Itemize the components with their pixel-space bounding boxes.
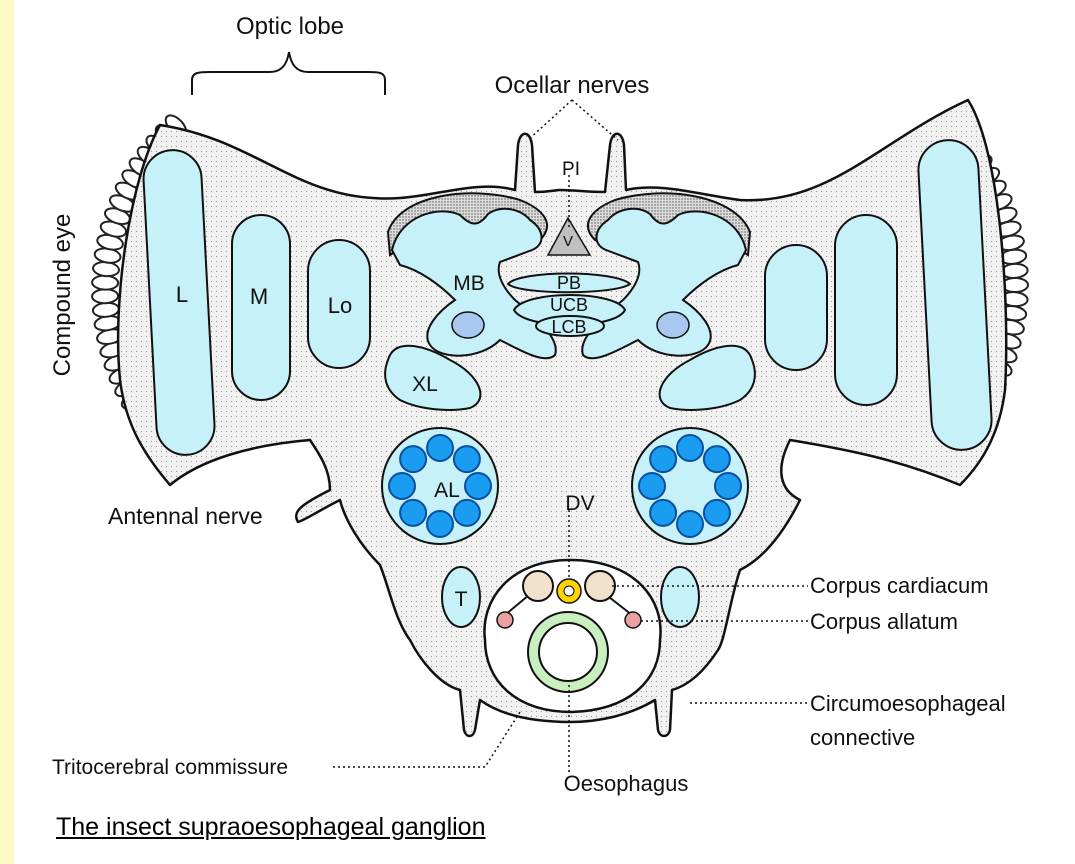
label-circumoesophageal: Circumoesophageal bbox=[810, 691, 1006, 716]
glomerulus bbox=[400, 446, 426, 472]
glomerulus bbox=[677, 511, 703, 537]
ommatidium bbox=[92, 289, 118, 304]
optic-lobe-brace bbox=[192, 52, 385, 95]
region-UCB: UCB bbox=[550, 295, 588, 315]
region-LCB: LCB bbox=[551, 317, 586, 337]
glomerulus bbox=[704, 446, 730, 472]
label-oesophagus: Oesophagus bbox=[564, 771, 689, 796]
label-corpus-allatum: Corpus allatum bbox=[810, 609, 958, 634]
oesophagus-lumen bbox=[539, 623, 597, 681]
dorsal-vessel-lumen bbox=[564, 586, 574, 596]
label-optic-lobe: Optic lobe bbox=[236, 13, 344, 40]
corpus-cardiacum-left bbox=[523, 571, 553, 601]
glomerulus bbox=[677, 435, 703, 461]
glomerulus bbox=[454, 500, 480, 526]
corpus-allatum-left bbox=[497, 612, 513, 628]
region-Lo: Lo bbox=[328, 293, 352, 318]
glomerulus bbox=[465, 473, 491, 499]
label-tritocerebral-commissure: Tritocerebral commissure bbox=[52, 756, 288, 779]
lobula-right bbox=[765, 245, 827, 370]
mushroom-body-lobe-left bbox=[452, 312, 484, 338]
region-L: L bbox=[176, 282, 188, 307]
region-XL: XL bbox=[412, 373, 438, 396]
label-connective: connective bbox=[810, 725, 915, 750]
label-compound-eye: Compound eye bbox=[49, 214, 76, 377]
glomerulus bbox=[704, 500, 730, 526]
mushroom-body-lobe-right bbox=[657, 312, 689, 338]
glomerulus bbox=[427, 511, 453, 537]
region-PI: PI bbox=[562, 159, 580, 180]
glomerulus bbox=[715, 473, 741, 499]
glomerulus bbox=[650, 500, 676, 526]
region-AL: AL bbox=[434, 479, 460, 502]
region-T: T bbox=[455, 588, 468, 611]
region-MB: MB bbox=[453, 272, 485, 295]
corpus-cardiacum-right bbox=[585, 571, 615, 601]
glomerulus bbox=[389, 473, 415, 499]
region-DV: DV bbox=[565, 492, 594, 515]
glomerulus bbox=[427, 435, 453, 461]
label-ocellar-nerves: Ocellar nerves bbox=[495, 72, 650, 99]
tritocerebrum-right bbox=[661, 567, 699, 627]
figure-title: The insect supraoesophageal ganglion bbox=[56, 813, 485, 842]
ommatidium bbox=[92, 275, 118, 290]
glomerulus bbox=[454, 446, 480, 472]
corpus-allatum-right bbox=[625, 612, 641, 628]
glomerulus bbox=[400, 500, 426, 526]
region-M: M bbox=[250, 284, 268, 309]
medulla-right bbox=[835, 215, 897, 405]
label-corpus-cardiacum: Corpus cardiacum bbox=[810, 573, 989, 598]
glomerulus bbox=[650, 446, 676, 472]
glomerulus bbox=[639, 473, 665, 499]
region-V: V bbox=[563, 233, 573, 250]
label-antennal-nerve: Antennal nerve bbox=[108, 503, 263, 529]
region-PB: PB bbox=[557, 273, 581, 293]
